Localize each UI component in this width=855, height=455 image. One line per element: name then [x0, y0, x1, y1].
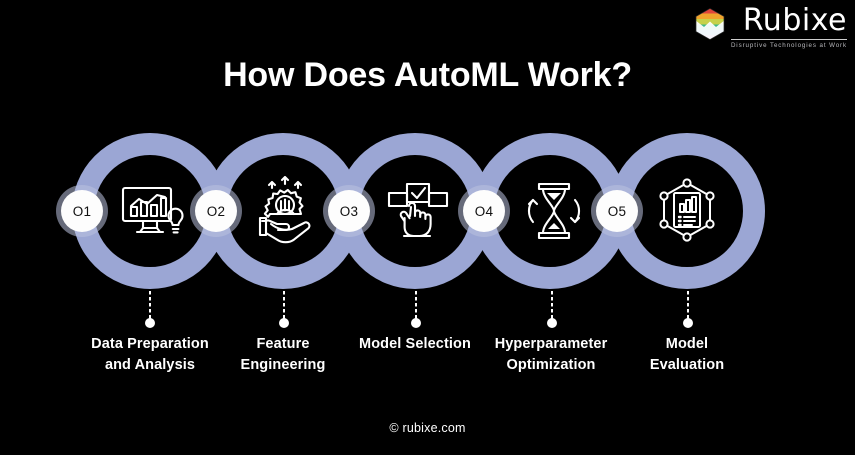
step-connector-2 [279, 291, 289, 328]
step-badge-3[interactable]: O3 [328, 190, 370, 232]
step-connector-3 [411, 291, 421, 328]
step-badge-label-3: O3 [339, 203, 359, 219]
connector-dot [145, 318, 155, 328]
connector-line [687, 291, 689, 323]
brand-logo-text: Rubixe Disruptive Technologies at Work [730, 3, 847, 49]
step-label-4-line2: Optimization [506, 357, 596, 374]
connector-dot [279, 318, 289, 328]
step-connector-1 [145, 291, 155, 328]
step-label-2: Feature Engineering [203, 334, 363, 376]
step-label-5-line2: Evaluation [649, 357, 725, 374]
brand-logo: Rubixe Disruptive Technologies at Work [695, 3, 847, 49]
step-label-1-line2: and Analysis [104, 357, 196, 374]
step-label-5: Model Evaluation [617, 334, 757, 376]
step-connector-5 [683, 291, 693, 328]
step-badge-4[interactable]: O4 [463, 190, 505, 232]
footer-copyright: © rubixe.com [389, 421, 466, 435]
connector-dot [547, 318, 557, 328]
step-label-3-line1: Model Selection [359, 336, 471, 352]
step-label-1: Data Preparation and Analysis [55, 334, 245, 376]
brand-name: Rubixe [742, 3, 847, 38]
connector-dot [683, 318, 693, 328]
step-icon-1 [115, 176, 185, 246]
step-label-5-line1: Model [665, 336, 709, 352]
page-title: How Does AutoML Work? [223, 56, 632, 94]
step-badge-1[interactable]: O1 [61, 190, 103, 232]
connector-line [551, 291, 553, 323]
step-label-2-line2: Engineering [240, 357, 326, 374]
step-icon-2 [250, 176, 320, 246]
brand-divider [730, 38, 847, 40]
step-badge-label-1: O1 [72, 203, 92, 219]
step-label-4-line1: Hyperparameter [494, 336, 608, 352]
step-icon-3 [383, 176, 453, 246]
connector-line [283, 291, 285, 323]
step-icon-4 [519, 176, 589, 246]
step-label-2-line1: Feature [256, 336, 310, 352]
brand-tagline: Disruptive Technologies at Work [730, 41, 847, 49]
step-badge-5[interactable]: O5 [596, 190, 638, 232]
step-badge-2[interactable]: O2 [195, 190, 237, 232]
step-badge-label-5: O5 [607, 203, 627, 219]
step-label-4: Hyperparameter Optimization [466, 334, 636, 376]
step-connector-4 [547, 291, 557, 328]
step-badge-label-4: O4 [474, 203, 494, 219]
step-icon-5 [652, 176, 722, 246]
connector-line [149, 291, 151, 323]
step-label-1-line1: Data Preparation [91, 336, 209, 352]
step-label-3: Model Selection [330, 334, 500, 355]
connector-line [415, 291, 417, 323]
step-badge-label-2: O2 [206, 203, 226, 219]
rubixe-hexagon-logo-icon [695, 8, 725, 40]
connector-dot [411, 318, 421, 328]
